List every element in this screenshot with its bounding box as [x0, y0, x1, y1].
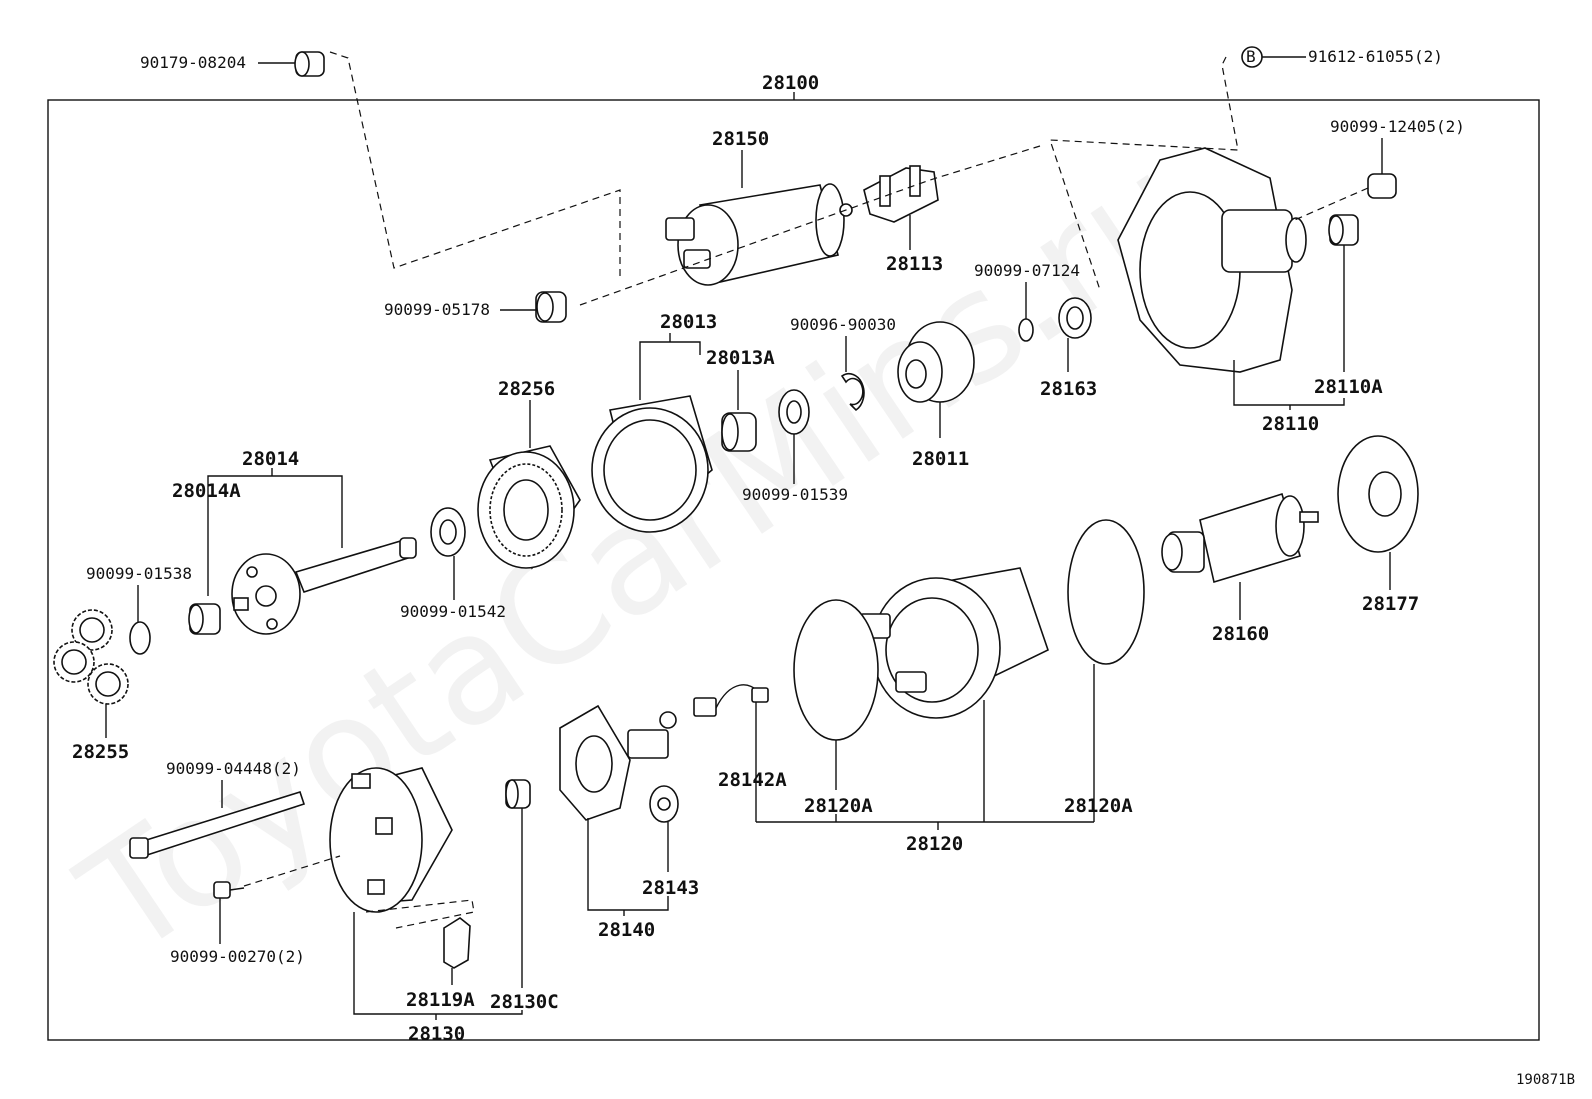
label-28014A[interactable]: 28014A — [172, 480, 241, 502]
label-28100[interactable]: 28100 — [762, 72, 819, 94]
planetary-shaft-part — [231, 537, 417, 635]
label-90099-01542[interactable]: 90099-01542 — [400, 602, 506, 621]
label-28013[interactable]: 28013 — [660, 311, 717, 333]
label-90179-08204[interactable]: 90179-08204 — [140, 53, 246, 72]
washer-90099-01542 — [430, 507, 466, 557]
label-90099-01539[interactable]: 90099-01539 — [742, 485, 848, 504]
label-28163[interactable]: 28163 — [1040, 378, 1097, 400]
starter-housing-part — [1117, 147, 1307, 373]
internal-gear-part — [477, 445, 581, 570]
label-28120A-left[interactable]: 28120A — [804, 795, 873, 817]
solenoid-terminal-part — [863, 165, 939, 223]
label-28110[interactable]: 28110 — [1262, 413, 1319, 435]
planetary-gears-part — [53, 609, 129, 705]
label-91612-61055[interactable]: 91612-61055(2) — [1308, 47, 1443, 66]
label-28255[interactable]: 28255 — [72, 741, 129, 763]
yoke-28013-part — [591, 395, 713, 533]
label-28150[interactable]: 28150 — [712, 128, 769, 150]
label-28140[interactable]: 28140 — [598, 919, 655, 941]
label-28256[interactable]: 28256 — [498, 378, 555, 400]
end-frame-part — [329, 767, 453, 913]
label-28130C[interactable]: 28130C — [490, 991, 559, 1013]
end-plate-part — [1337, 435, 1419, 553]
label-28120A-right[interactable]: 28120A — [1064, 795, 1133, 817]
label-28177[interactable]: 28177 — [1362, 593, 1419, 615]
label-90099-05178[interactable]: 90099-05178 — [384, 300, 490, 319]
label-90099-00270[interactable]: 90099-00270(2) — [170, 947, 305, 966]
label-28011[interactable]: 28011 — [912, 448, 969, 470]
label-90099-01538[interactable]: 90099-01538 — [86, 564, 192, 583]
label-28130[interactable]: 28130 — [408, 1023, 465, 1045]
o-ring-left-part — [793, 599, 879, 741]
label-28119A[interactable]: 28119A — [406, 989, 475, 1011]
figure-id: 190871B — [1516, 1072, 1575, 1088]
field-frame-part — [859, 567, 1049, 719]
label-28143[interactable]: 28143 — [642, 877, 699, 899]
through-bolt-part — [129, 791, 306, 859]
label-28142A[interactable]: 28142A — [718, 769, 787, 791]
bearing-28163-part — [1058, 297, 1092, 339]
label-90099-12405[interactable]: 90099-12405(2) — [1330, 117, 1465, 136]
nut-90099-12405 — [1367, 173, 1397, 199]
watermark: ToyotaCarMins.ru — [52, 121, 1225, 991]
label-90099-07124[interactable]: 90099-07124 — [974, 261, 1080, 280]
o-ring-right-part — [1067, 519, 1145, 665]
bushing-28013A-part — [721, 412, 757, 452]
washer-90099-01538 — [129, 621, 151, 655]
svg-text:B: B — [1246, 47, 1256, 66]
brush-lead-part — [693, 684, 769, 717]
label-28120[interactable]: 28120 — [906, 833, 963, 855]
bolt-marker-b: B — [1241, 46, 1263, 68]
bushing-28110A-part — [1328, 214, 1359, 246]
solenoid-switch-part — [665, 183, 853, 286]
label-28113[interactable]: 28113 — [886, 253, 943, 275]
screw-90099-00270 — [213, 881, 245, 899]
washer-90099-01539 — [778, 389, 810, 435]
brush-spring-part — [649, 785, 679, 823]
label-28013A[interactable]: 28013A — [706, 347, 775, 369]
bushing-28014A-part — [188, 603, 221, 635]
sleeve-90099-05178 — [535, 291, 567, 323]
brush-holder-part — [559, 704, 677, 821]
label-28014[interactable]: 28014 — [242, 448, 299, 470]
snap-ring-part — [1018, 318, 1034, 342]
label-90096-90030[interactable]: 90096-90030 — [790, 315, 896, 334]
bushing-28130C-part — [505, 779, 531, 809]
grommet-28119A-part — [443, 917, 471, 969]
armature-part — [1161, 492, 1319, 584]
starter-clutch-part — [897, 321, 975, 403]
retaining-ring-part — [840, 373, 865, 412]
cap-nut-part — [294, 51, 325, 77]
label-28160[interactable]: 28160 — [1212, 623, 1269, 645]
label-28110A[interactable]: 28110A — [1314, 376, 1383, 398]
label-90099-04448[interactable]: 90099-04448(2) — [166, 759, 301, 778]
